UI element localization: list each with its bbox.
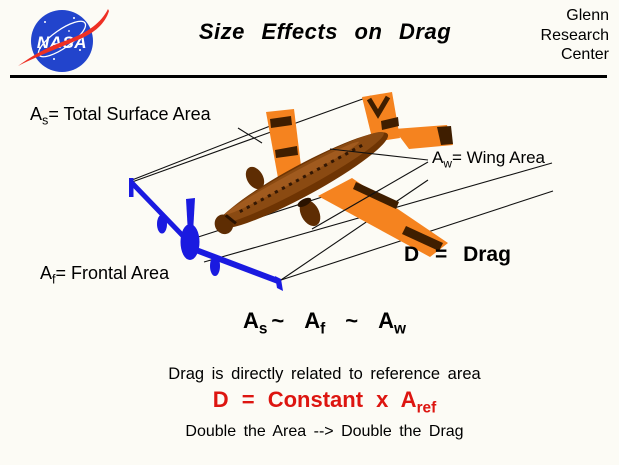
org-line-2: Research bbox=[540, 26, 609, 44]
area-proportionality-equation: As~Af~Aw bbox=[242, 308, 407, 338]
nasa-stars bbox=[39, 17, 81, 60]
silhouette-left-engine bbox=[157, 214, 167, 234]
frontal-area-label: Af= Frontal Area bbox=[40, 263, 170, 287]
wing-area-leader-lines bbox=[311, 148, 429, 230]
drag-formula: D = Constant x Aref bbox=[212, 387, 437, 417]
org-name: Glenn Research Center bbox=[541, 6, 609, 65]
org-line-3: Center bbox=[560, 46, 609, 64]
drag-definition-label: D = Drag bbox=[404, 243, 511, 266]
drag-statement-text: Drag is directly related to reference ar… bbox=[168, 365, 481, 383]
org-line-1: Glenn bbox=[566, 7, 609, 24]
total-surface-area-label: As= Total Surface Area bbox=[30, 104, 211, 128]
far-engine bbox=[245, 166, 265, 190]
frontal-silhouette bbox=[129, 178, 283, 291]
silhouette-right-engine bbox=[210, 256, 220, 276]
nasa-logo: NASA bbox=[18, 9, 109, 72]
fuselage bbox=[214, 131, 389, 235]
silhouette-fuselage bbox=[180, 224, 200, 260]
nasa-swoosh-icon bbox=[18, 9, 109, 66]
double-area-text: Double the Area --> Double the Drag bbox=[185, 423, 464, 440]
aircraft-illustration bbox=[214, 92, 453, 257]
near-engine bbox=[299, 199, 321, 227]
wing-area-label: Aw= Wing Area bbox=[432, 148, 546, 171]
page-title: Size Effects on Drag bbox=[198, 19, 452, 44]
header-divider bbox=[10, 75, 607, 78]
window-row bbox=[239, 143, 363, 214]
airplane-diagram bbox=[129, 92, 554, 291]
